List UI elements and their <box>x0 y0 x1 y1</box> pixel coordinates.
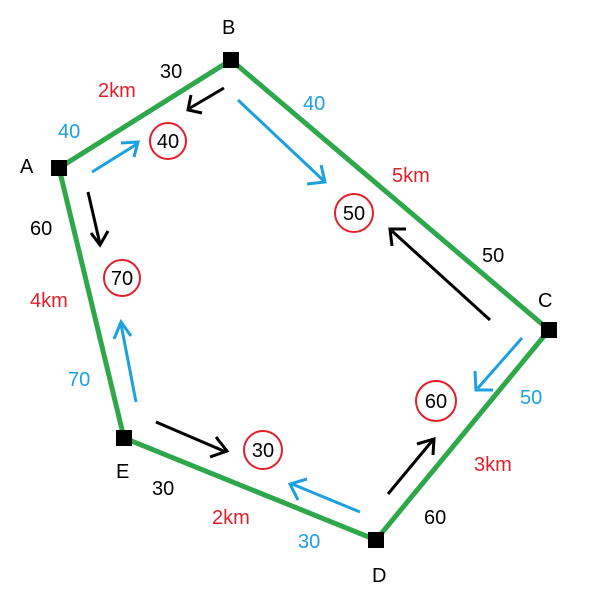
arrow-blue-ea <box>112 318 138 403</box>
svg-text:30: 30 <box>252 440 274 462</box>
edge-cd-distance: 3km <box>474 454 512 476</box>
edge-de-limit-blue: 30 <box>298 531 320 553</box>
node-label-d: D <box>372 565 386 587</box>
node-b <box>223 52 239 68</box>
arrow-blue-bc <box>236 98 327 186</box>
edge-bc-limit-blue: 40 <box>303 93 325 115</box>
speed-sign-ea: 70 <box>103 259 141 297</box>
arrow-blue-de <box>287 477 361 514</box>
edge-cd-limit-black: 60 <box>424 507 446 529</box>
edge-ea-distance: 4km <box>30 290 68 312</box>
node-e <box>116 430 132 446</box>
node-label-a: A <box>20 156 34 178</box>
edge-cd-limit-blue: 50 <box>520 387 542 409</box>
edge-ab-limit-black: 30 <box>160 61 182 83</box>
edge-de-limit-black: 30 <box>152 478 174 500</box>
edge-de-distance: 2km <box>212 507 250 529</box>
arrow-black-ab <box>186 86 225 115</box>
speed-sign-cd: 60 <box>415 380 457 422</box>
speed-sign-bc: 50 <box>334 193 374 233</box>
node-label-b: B <box>222 17 235 39</box>
edge-bc-limit-black: 50 <box>482 245 504 267</box>
speed-sign-de: 30 <box>243 430 283 470</box>
arrow-black-ed <box>155 420 230 459</box>
edge-ab-distance: 2km <box>98 80 136 102</box>
road-loop <box>56 56 553 544</box>
edge-ea-limit-blue: 70 <box>68 369 90 391</box>
svg-text:60: 60 <box>425 391 447 413</box>
node-d <box>368 532 384 548</box>
svg-text:70: 70 <box>111 268 133 290</box>
edge-ab-limit-blue: 40 <box>58 121 80 143</box>
speed-sign-ab: 40 <box>149 122 187 160</box>
edge-ea-limit-black: 60 <box>30 218 52 240</box>
arrow-black-ae <box>86 191 110 248</box>
arrow-black-cb <box>388 227 492 322</box>
node-label-e: E <box>116 461 129 483</box>
node-c <box>541 322 557 338</box>
arrow-black-dc <box>386 436 436 495</box>
edge-bc-distance: 5km <box>392 165 430 187</box>
svg-text:50: 50 <box>343 203 365 225</box>
node-label-c: C <box>538 290 552 312</box>
arrow-blue-ab <box>91 140 140 174</box>
node-a <box>51 160 67 176</box>
svg-text:40: 40 <box>157 131 179 153</box>
arrow-blue-cd <box>473 337 524 392</box>
